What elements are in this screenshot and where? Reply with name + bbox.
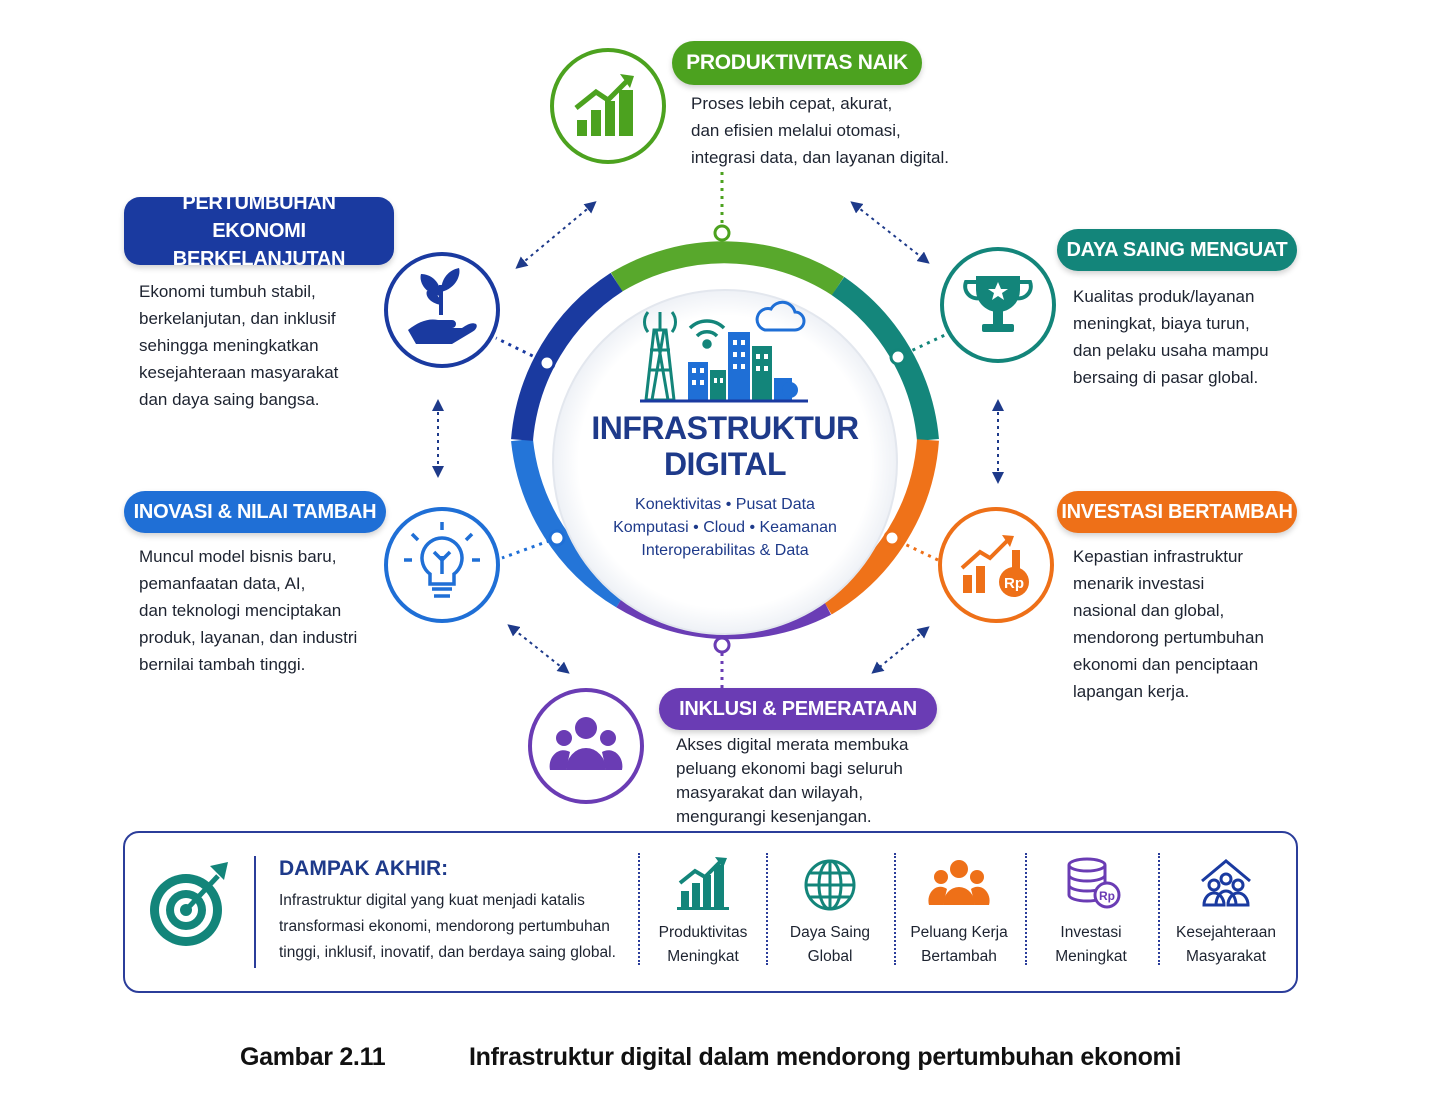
figure-caption: Infrastruktur digital dalam mendorong pe… <box>469 1043 1182 1071</box>
pertumbuhan-title: PERTUMBUHAN EKONOMI BERKELANJUTAN <box>124 192 394 270</box>
investasi-title: INVESTASI BERTAMBAH <box>1057 491 1297 533</box>
pertumbuhan-title-line1: PERTUMBUHAN <box>182 192 336 214</box>
metric-separator <box>766 853 768 965</box>
center-sub-line1: Konektivitas • Pusat Data <box>635 496 815 513</box>
city-skyline-illustration <box>640 300 808 403</box>
metric-daya-saing: Daya Saing Global <box>770 855 890 965</box>
center-title-line1: INFRASTRUKTUR <box>591 410 859 446</box>
metric-investasi: Rp Investasi Meningkat <box>1031 855 1151 965</box>
metric-separator <box>638 853 640 965</box>
ring-segment-navy <box>511 272 623 442</box>
center-title: INFRASTRUKTUR DIGITAL <box>565 410 885 482</box>
center-sub-line3: Interoperabilitas & Data <box>641 542 809 559</box>
relation-arrows <box>432 201 1004 674</box>
metric-label: Investasi Meningkat <box>1055 924 1127 965</box>
dampak-title: DAMPAK AKHIR: <box>279 857 449 880</box>
daya-saing-title: DAYA SAING MENGUAT <box>1057 229 1297 271</box>
produktivitas-title: PRODUKTIVITAS NAIK <box>672 41 922 85</box>
family-house-icon <box>1201 859 1251 907</box>
metric-separator <box>1025 853 1027 965</box>
metric-separator <box>1158 853 1160 965</box>
produktivitas-desc: Proses lebih cepat, akurat, dan efisien … <box>691 94 950 167</box>
inklusi-title: INKLUSI & PEMERATAAN <box>659 688 937 730</box>
bar-chart-growth-icon <box>574 74 634 136</box>
dampak-panel <box>123 831 1298 993</box>
center-title-line2: DIGITAL <box>663 446 787 482</box>
people-group-icon <box>928 860 990 905</box>
globe-icon <box>804 859 856 911</box>
center-sub-line2: Komputasi • Cloud • Keamanan <box>613 519 837 536</box>
database-rp-icon: Rp <box>1067 857 1121 909</box>
investment-rp-icon: Rp <box>960 535 1029 597</box>
metric-label: Peluang Kerja Bertambah <box>910 924 1008 965</box>
metric-peluang-kerja: Peluang Kerja Bertambah <box>899 855 1019 965</box>
center-subtitle: Konektivitas • Pusat Data Komputasi • Cl… <box>580 493 870 562</box>
inovasi-desc: Muncul model bisnis baru, pemanfaatan da… <box>139 547 358 674</box>
pertumbuhan-desc: Ekonomi tumbuh stabil, berkelanjutan, da… <box>139 282 339 409</box>
lightbulb-circuit-icon <box>404 522 480 598</box>
ring-segment-green <box>610 241 844 296</box>
svg-text:Rp: Rp <box>1099 889 1115 903</box>
metric-kesejahteraan: Kesejahteraan Masyarakat <box>1166 855 1286 965</box>
dampak-divider <box>254 856 256 968</box>
target-arrow-icon <box>150 862 228 946</box>
inklusi-desc: Akses digital merata membuka peluang eko… <box>676 735 909 826</box>
daya-saing-desc: Kualitas produk/layanan meningkat, biaya… <box>1073 287 1269 387</box>
metric-separator <box>894 853 896 965</box>
wifi-icon <box>688 319 726 349</box>
investasi-desc: Kepastian infrastruktur menarik investas… <box>1073 547 1264 701</box>
plant-in-hand-icon <box>408 268 477 344</box>
metric-label: Produktivitas Meningkat <box>658 924 748 965</box>
center-disc <box>552 289 898 635</box>
dampak-text: Infrastruktur digital yang kuat menjadi … <box>279 892 616 961</box>
svg-text:Rp: Rp <box>1004 575 1024 592</box>
bar-chart-growth-icon <box>677 857 729 910</box>
connectors <box>495 172 946 690</box>
buildings-icon <box>640 332 808 403</box>
inovasi-title: INOVASI & NILAI TAMBAH <box>124 491 386 533</box>
pertumbuhan-title-line2: EKONOMI BERKELANJUTAN <box>172 220 346 270</box>
metric-label: Kesejahteraan Masyarakat <box>1176 924 1276 965</box>
cloud-icon <box>755 300 806 332</box>
metric-produktivitas: Produktivitas Meningkat <box>643 855 763 965</box>
figure-number: Gambar 2.11 <box>240 1043 386 1071</box>
trophy-icon <box>963 276 1033 332</box>
metric-label: Daya Saing Global <box>789 924 871 965</box>
people-group-icon <box>549 717 623 770</box>
